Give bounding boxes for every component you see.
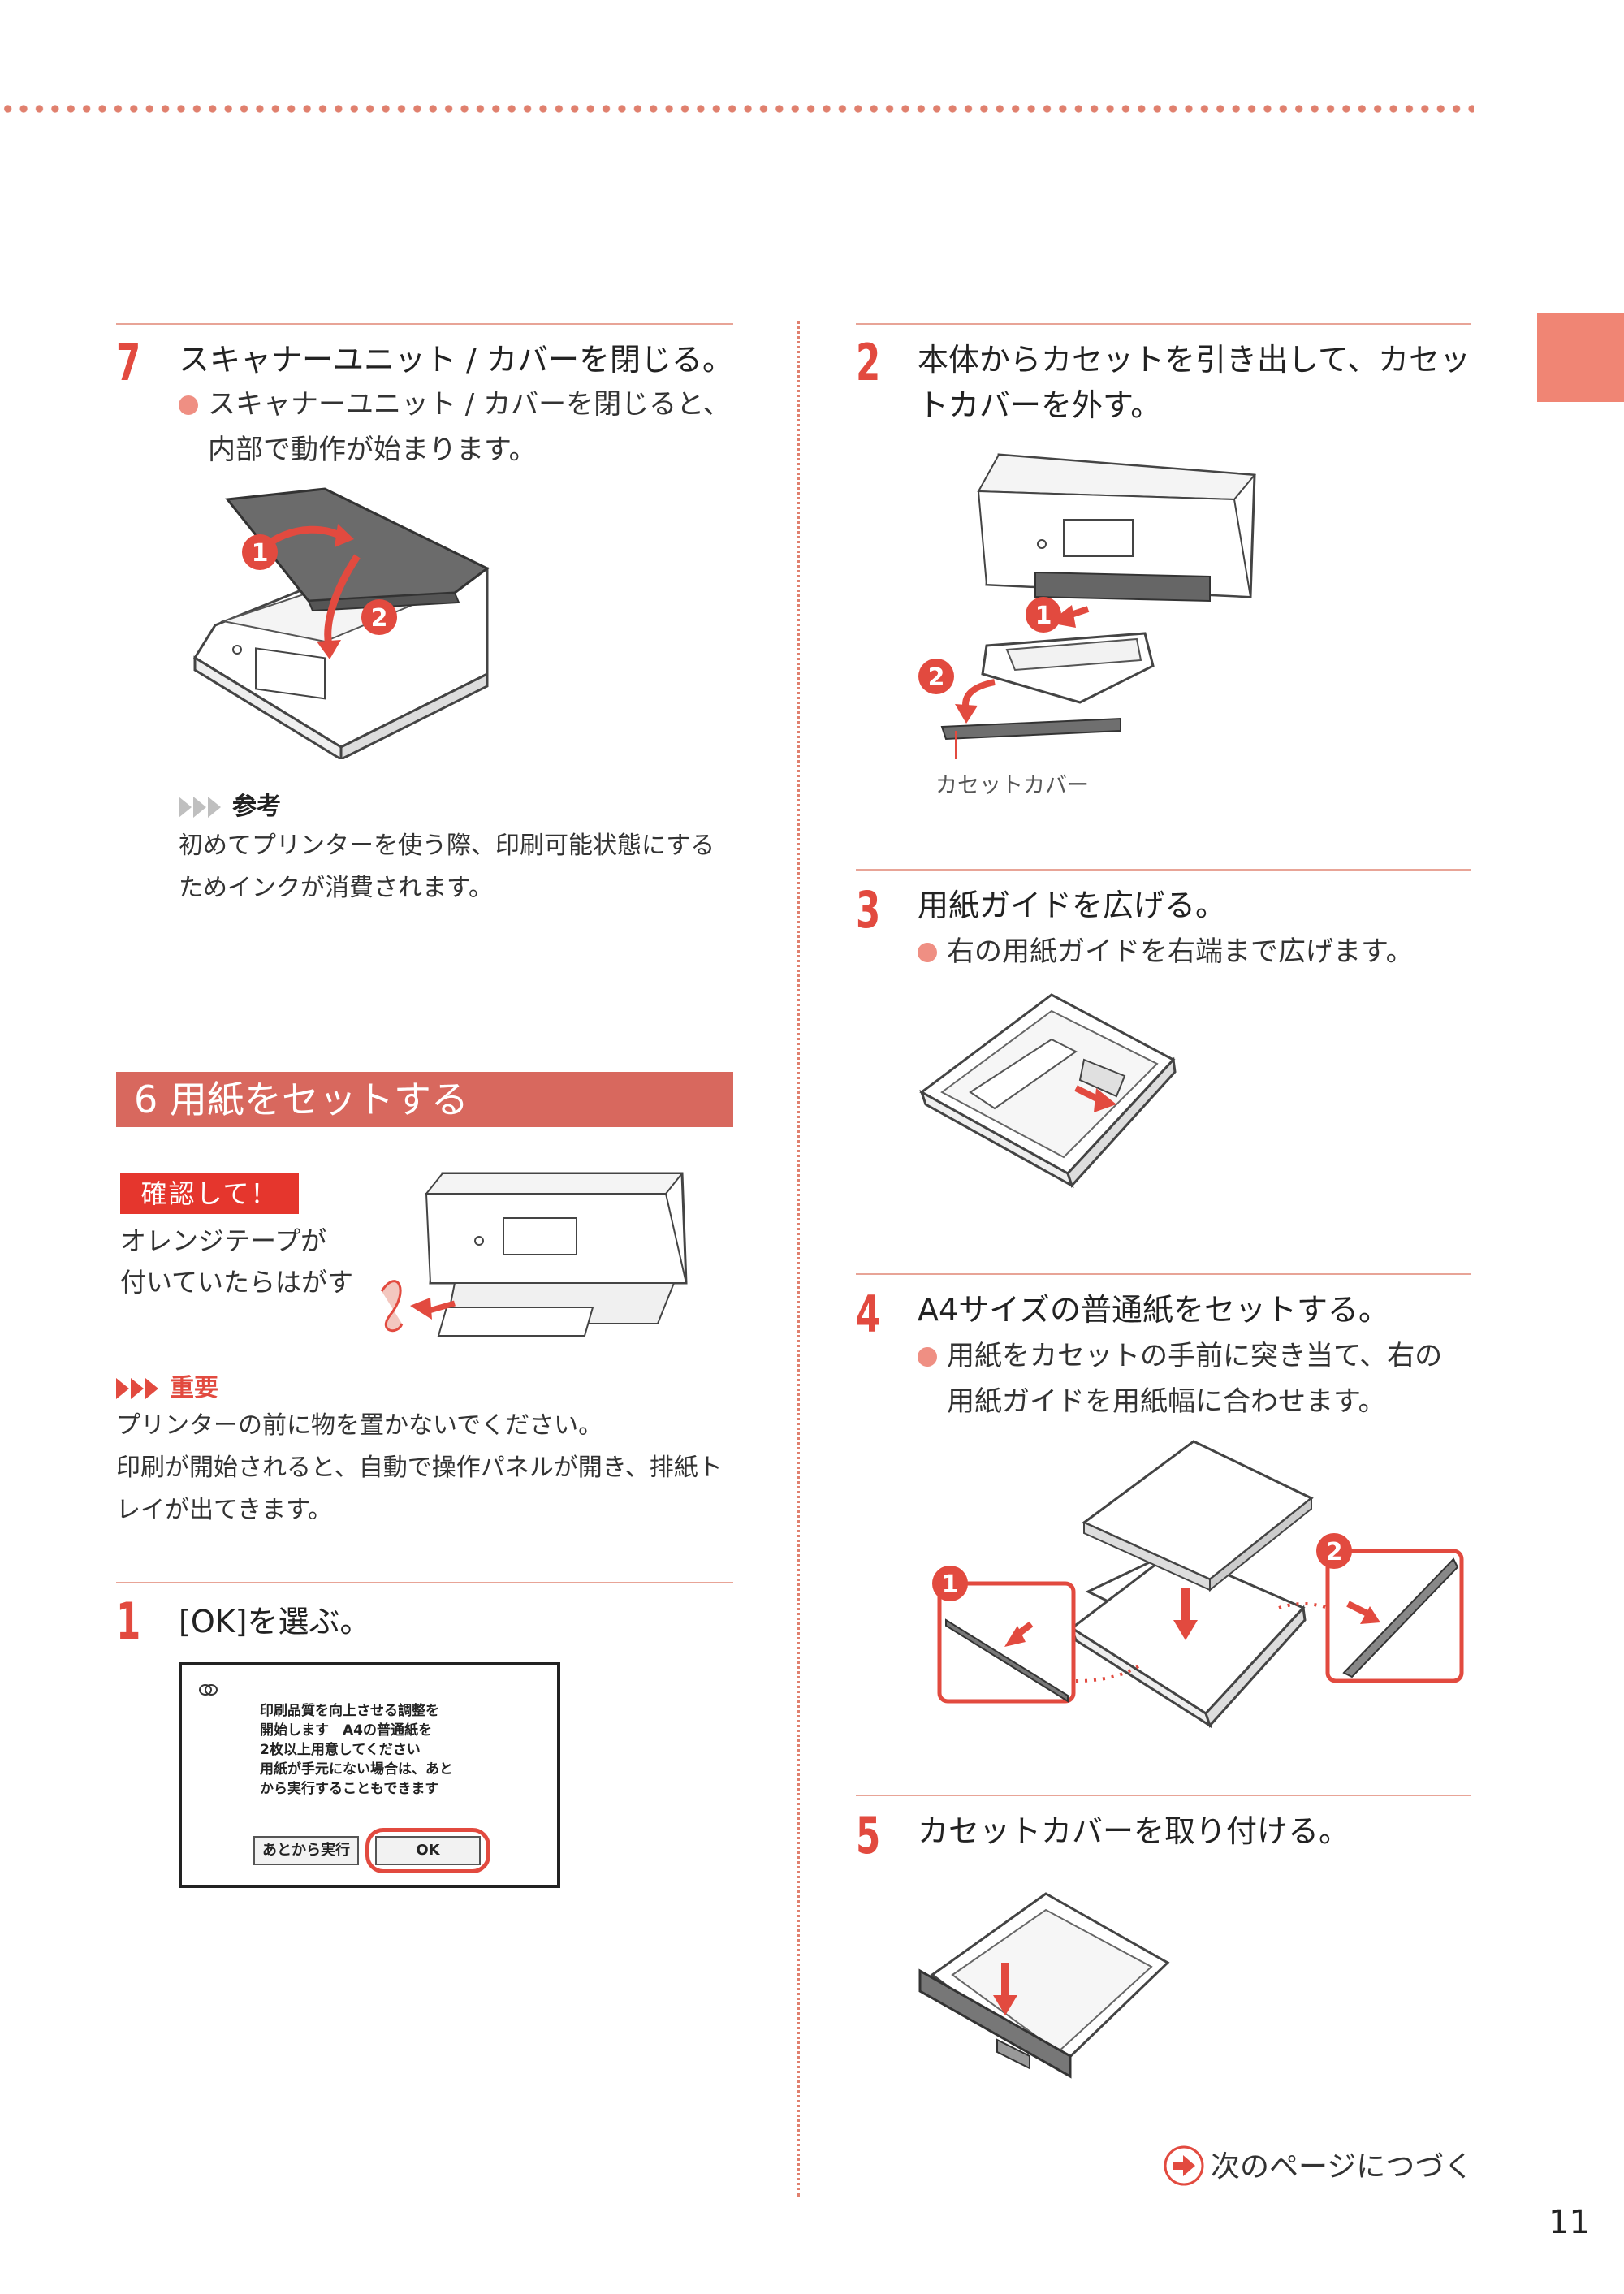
- step3-number: 3: [856, 880, 881, 940]
- next-page-text: 次のページにつづく: [1211, 2150, 1474, 2184]
- note-reference-line2: ためインクが消費されます。: [179, 874, 493, 902]
- step1-rule: [116, 1582, 733, 1583]
- step4-title: A4サイズの普通紙をセットする。: [918, 1292, 1390, 1328]
- header-dotted-rule: [0, 104, 1474, 114]
- chevron-icon: [145, 1378, 158, 1399]
- section-title: 6 用紙をセットする: [116, 1072, 733, 1127]
- later-button[interactable]: あとから実行: [253, 1836, 359, 1865]
- chevron-icon: [179, 797, 192, 818]
- arrow-right-circle-icon: [1164, 2145, 1204, 2186]
- dialog-line5: から実行することもできます: [260, 1781, 439, 1797]
- printer-tape-illustration: [380, 1172, 688, 1337]
- step5-rule: [856, 1795, 1471, 1796]
- important-line2: 印刷が開始されると、自動で操作パネルが開き、排紙ト: [116, 1454, 723, 1482]
- callout-2: 2: [371, 604, 388, 633]
- chapter-tab: [1537, 313, 1624, 402]
- dialog-line4: 用紙が手元にない場合は、あと: [260, 1761, 453, 1778]
- note-reference-line1: 初めてプリンターを使う際、印刷可能状態にする: [179, 832, 715, 860]
- callout-1: 1: [1035, 602, 1052, 630]
- chevron-icon: [131, 1378, 144, 1399]
- chevron-icon: [116, 1378, 129, 1399]
- chevron-icon: [208, 797, 221, 818]
- bullet-dot-icon: [918, 943, 937, 962]
- step2-title-line2: トカバーを外す。: [918, 387, 1162, 423]
- scanner-close-illustration: 1 2: [192, 487, 490, 759]
- column-divider: [797, 321, 800, 2197]
- important-line3: レイが出てきます。: [116, 1496, 333, 1524]
- step3-rule: [856, 869, 1471, 871]
- dialog-line1: 印刷品質を向上させる調整を: [260, 1703, 439, 1719]
- note-reference-heading: 参考: [179, 786, 281, 822]
- dialog-message: 印刷品質を向上させる調整を 開始します A4の普通紙を 2枚以上用意してください…: [260, 1701, 453, 1799]
- step4-bullet-line2: 用紙ガイドを用紙幅に合わせます。: [947, 1385, 1386, 1418]
- confirm-line2: 付いていたらはがす: [120, 1267, 354, 1298]
- important-line1: プリンターの前に物を置かないでください。: [116, 1411, 603, 1440]
- callout-2: 2: [1326, 1538, 1343, 1566]
- next-page-link[interactable]: 次のページにつづく: [1164, 2145, 1473, 2188]
- step2-rule: [856, 323, 1471, 325]
- step1-title: [OK]を選ぶ。: [179, 1604, 371, 1639]
- step5-number: 5: [856, 1806, 881, 1865]
- ok-highlight-ring: [365, 1828, 490, 1873]
- step2-title-line1: 本体からカセットを引き出して、カセッ: [918, 342, 1471, 378]
- important-label: 重要: [170, 1374, 218, 1402]
- dialog-line3: 2枚以上用意してください: [260, 1742, 421, 1758]
- step4-bullet-line1: 用紙をカセットの手前に突き当て、右の: [947, 1340, 1443, 1372]
- callout-2: 2: [928, 663, 945, 692]
- important-heading: 重要: [116, 1367, 218, 1403]
- bullet-dot-icon: [179, 395, 198, 415]
- step7-bullet: スキャナーユニット / カバーを閉じると、: [179, 382, 731, 427]
- dialog-line2: 開始します A4の普通紙を: [260, 1722, 432, 1739]
- paper-guide-illustration: [919, 993, 1177, 1189]
- cassette-cover-caption: カセットカバー: [935, 773, 1089, 798]
- step7-number: 7: [116, 333, 141, 392]
- note-reference-label: 参考: [232, 793, 281, 821]
- bullet-dot-icon: [918, 1347, 937, 1367]
- page-number: 11: [1548, 2204, 1590, 2241]
- step1-number: 1: [116, 1592, 141, 1651]
- chevron-icon: [193, 797, 206, 818]
- step3-bullet: 右の用紙ガイドを右端まで広げます。: [918, 929, 1414, 974]
- step7-bullet-line2: 内部で動作が始まります。: [208, 434, 537, 466]
- settings-glyph-icon: [198, 1683, 219, 1696]
- cassette-remove-illustration: 1 2: [918, 453, 1257, 759]
- step7-title: スキャナーユニット / カバーを閉じる。: [179, 342, 733, 378]
- step4-bullet: 用紙をカセットの手前に突き当て、右の: [918, 1333, 1442, 1379]
- ok-button[interactable]: OK: [375, 1836, 481, 1865]
- step5-title: カセットカバーを取り付ける。: [918, 1813, 1350, 1849]
- dialog-screen: 印刷品質を向上させる調整を 開始します A4の普通紙を 2枚以上用意してください…: [179, 1662, 560, 1888]
- step2-number: 2: [856, 333, 881, 392]
- step3-title: 用紙ガイドを広げる。: [918, 888, 1227, 923]
- step4-number: 4: [856, 1285, 881, 1344]
- step7-rule: [116, 323, 733, 325]
- confirm-badge: 確認して！: [120, 1173, 299, 1214]
- paper-load-illustration: 1 2: [932, 1440, 1464, 1729]
- cassette-cover-attach-illustration: [918, 1892, 1170, 2079]
- step4-rule: [856, 1273, 1471, 1275]
- confirm-line1: オレンジテープが: [120, 1225, 327, 1256]
- callout-1: 1: [252, 539, 269, 568]
- step7-bullet-line1: スキャナーユニット / カバーを閉じると、: [208, 388, 731, 421]
- callout-1: 1: [942, 1570, 959, 1599]
- step3-bullet-text: 右の用紙ガイドを右端まで広げます。: [947, 935, 1414, 968]
